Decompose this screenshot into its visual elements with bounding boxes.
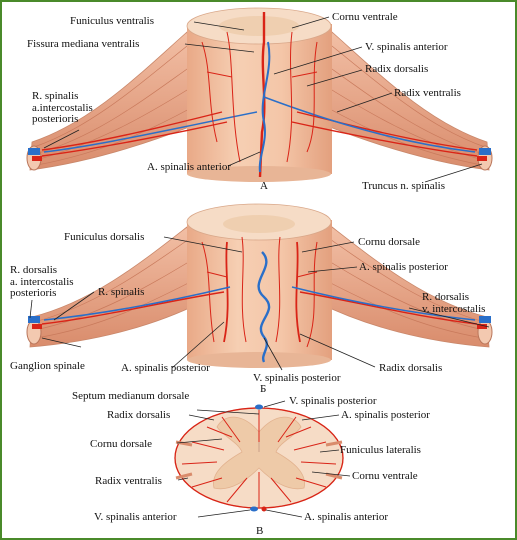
label-r-spinalis-b: R. spinalis <box>98 286 145 298</box>
panel-b-right-artery-cut <box>477 324 487 329</box>
panel-a-anterior-artery <box>258 12 266 178</box>
label-truncus-n-spinalis: Truncus n. spinalis <box>362 180 446 192</box>
panel-a-left-vein-cut <box>28 148 40 155</box>
panel-letter-c: В <box>256 525 264 537</box>
panel-a-left-artery-cut <box>32 156 42 161</box>
panel-b-left-vein-cut <box>28 316 40 323</box>
label-r-dorsalis-a-intercostalis: R. dorsalis a. intercostalis posterioris <box>10 264 74 299</box>
label-cornu-dorsale-c: Cornu dorsale <box>90 438 153 450</box>
panel-c-root-stubs <box>175 440 343 480</box>
label-a-spinalis-posterior-c: A. spinalis posterior <box>341 409 430 421</box>
label-a-spinalis-posterior-b-top: A. spinalis posterior <box>359 261 448 273</box>
label-fissura-mediana-ventralis: Fissura mediana ventralis <box>27 38 140 50</box>
panel-c-drawing <box>174 404 344 512</box>
panel-b-right-vein-cut <box>479 316 491 323</box>
panel-a-right-artery-cut <box>477 156 487 161</box>
panel-a-cord-arteries <box>201 31 318 163</box>
panel-a-left-root-fibers <box>33 41 203 166</box>
panel-b-left-vein <box>43 286 231 321</box>
label-funiculus-lateralis: Funiculus lateralis <box>340 444 421 456</box>
panel-a-right-vein <box>263 96 476 153</box>
label-funiculus-ventralis: Funiculus ventralis <box>70 15 155 27</box>
label-radix-ventralis-c: Radix ventralis <box>95 475 162 487</box>
panel-b-cord-bottom <box>187 352 331 368</box>
label-cornu-ventrale-c: Cornu ventrale <box>352 470 418 482</box>
label-a-spinalis-anterior-a: A. spinalis anterior <box>147 161 232 173</box>
label-ganglion-spinale: Ganglion spinale <box>10 360 85 372</box>
panel-a-right-vessels <box>291 111 478 157</box>
panel-a-right-vein-cut <box>479 148 491 155</box>
panel-b-left-artery-cut <box>32 324 42 329</box>
panel-letter-a: А <box>260 180 268 192</box>
panel-a-right-root-fibers <box>316 41 486 166</box>
panel-c-anterior-vein <box>250 506 258 512</box>
panel-b-cord-arteries <box>201 236 318 348</box>
label-septum-medianum-dorsale: Septum medianum dorsale <box>72 390 190 402</box>
leader-lines <box>29 16 490 518</box>
panel-b-right-vein <box>291 286 476 321</box>
label-radix-dorsalis-c: Radix dorsalis <box>107 409 171 421</box>
label-a-spinalis-posterior-b-bottom: A. spinalis posterior <box>121 362 210 374</box>
label-radix-ventralis-a: Radix ventralis <box>394 87 461 99</box>
label-a-spinalis-anterior-c: A. spinalis anterior <box>304 511 389 523</box>
label-r-spinalis-a-intercostalis: R. spinalis a.intercostalis posterioris <box>32 90 93 125</box>
panel-b-right-cut-end <box>477 319 493 345</box>
label-radix-dorsalis-b: Radix dorsalis <box>379 362 443 374</box>
panel-b-grey-matter <box>223 215 295 233</box>
panel-c-posterior-vein <box>255 404 263 410</box>
panel-c-radial-arteries <box>181 410 337 507</box>
panel-b-left-cut-end <box>26 319 42 345</box>
label-funiculus-dorsalis: Funiculus dorsalis <box>64 231 145 243</box>
panel-a-drawing <box>26 7 493 182</box>
label-v-spinalis-posterior-b: V. spinalis posterior <box>253 372 341 384</box>
label-r-dorsalis-v-intercostalis: R. dorsalis v. intercostalis <box>422 291 486 315</box>
panel-a-left-vessels <box>41 111 228 157</box>
panel-a-anterior-vein <box>258 41 271 173</box>
label-radix-dorsalis-a: Radix dorsalis <box>365 63 429 75</box>
panel-b-posterior-vein <box>257 251 271 363</box>
panel-b-left-vessels <box>41 291 225 325</box>
label-v-spinalis-posterior-c: V. spinalis posterior <box>289 395 377 407</box>
label-v-spinalis-anterior-c: V. spinalis anterior <box>94 511 177 523</box>
label-v-spinalis-anterior-a: V. spinalis anterior <box>365 41 448 53</box>
panel-a-grey-matter <box>219 16 299 36</box>
panel-c-grey-matter-butterfly <box>213 416 305 490</box>
label-cornu-ventrale: Cornu ventrale <box>332 11 398 23</box>
panel-c-anterior-artery <box>261 506 267 512</box>
panel-b-drawing <box>26 203 493 368</box>
panel-a-left-vein <box>43 111 258 153</box>
panel-b-right-vessels <box>299 291 478 325</box>
label-cornu-dorsale-b: Cornu dorsale <box>358 236 421 248</box>
panel-letter-b: Б <box>260 383 267 395</box>
panel-b-left-root-fibers <box>33 236 201 339</box>
panel-b-right-root-fibers <box>318 236 486 339</box>
